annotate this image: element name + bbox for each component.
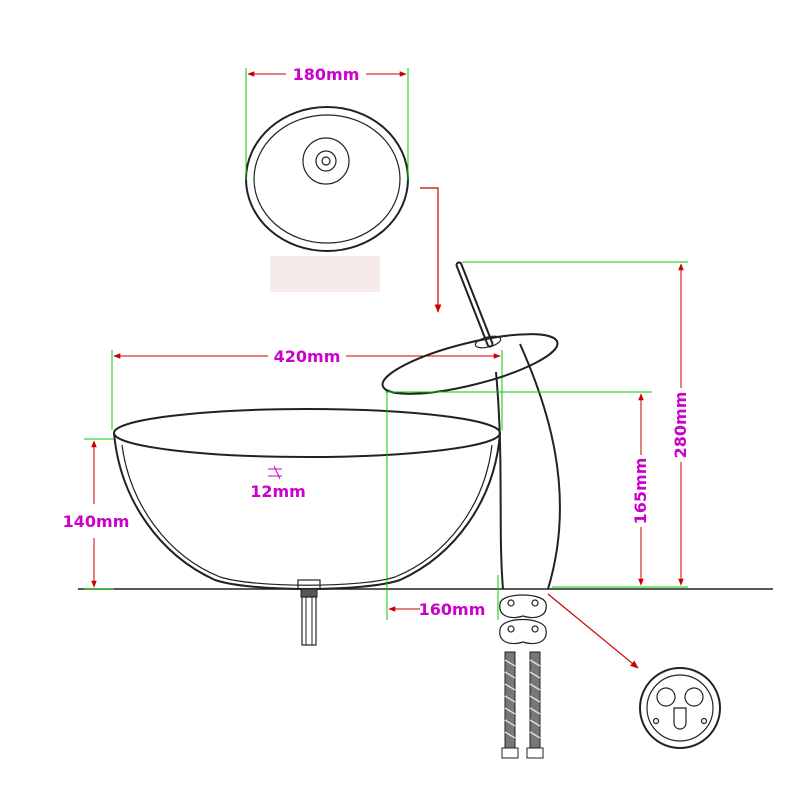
basin-height-label: 140mm: [63, 512, 130, 531]
mounting-plate-detail: [639, 667, 721, 749]
top-view-basin: [245, 106, 409, 252]
dimension-basin-height: 140mm: [63, 438, 130, 590]
faucet-spout-height-label: 165mm: [631, 458, 650, 525]
drain-diameter-label: 180mm: [293, 65, 360, 84]
leader-arrow-detail: [547, 593, 639, 669]
label-patch: [270, 256, 380, 292]
dimension-faucet-reach: 160mm: [386, 392, 499, 620]
basin-width-label: 420mm: [274, 347, 341, 366]
glass-thickness-label: 12mm: [250, 482, 306, 501]
supply-hoses: [501, 651, 544, 759]
faucet-total-height-label: 280mm: [671, 392, 690, 459]
dimension-faucet-total-height: 280mm: [462, 261, 690, 588]
dimension-drain-diameter: 180mm: [245, 65, 409, 180]
leader-arrow-top: [420, 187, 442, 313]
dimension-faucet-spout-height: 165mm: [385, 391, 652, 586]
dimension-glass-thickness: 12mm: [250, 465, 306, 501]
waterfall-faucet: [381, 261, 561, 590]
dimension-basin-width: 420mm: [111, 347, 503, 430]
faucet-reach-label: 160mm: [419, 600, 486, 619]
mounting-bracket: [499, 594, 547, 645]
